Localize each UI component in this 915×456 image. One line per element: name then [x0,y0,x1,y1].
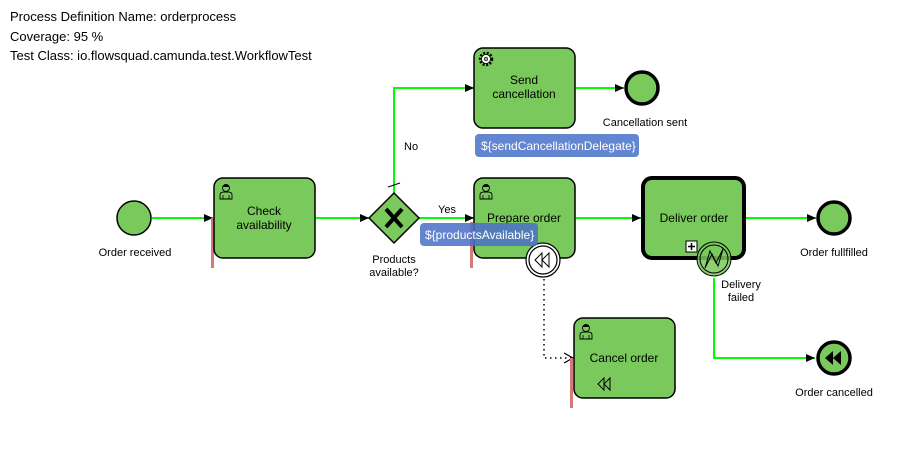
task-send-cancellation[interactable]: Send cancellation [473,47,576,129]
exclusive-gateway[interactable] [367,191,421,245]
gateway-label-line2: available? [369,267,419,279]
end-event-order-cancelled[interactable] [816,340,852,376]
task-cancel-order[interactable]: Cancel order [573,317,676,399]
task-label-line2: availability [236,218,291,232]
compensation-icon [534,251,550,269]
compensation-end-icon [825,351,841,365]
task-label: Prepare order [487,211,561,225]
flow-label-yes: Yes [438,204,456,216]
task-label-line2: cancellation [492,87,555,101]
test-class: Test Class: io.flowsquad.camunda.test.Wo… [10,48,312,63]
subprocess-deliver-order[interactable]: Deliver order [641,176,746,260]
boundary-label-line2: failed [728,292,754,304]
coverage-text: Coverage: 95 % [10,29,104,44]
error-icon [704,248,724,269]
uncovered-marker-cancel [570,358,573,408]
flow-failed-to-cancelled [713,278,815,362]
subprocess-plus-icon [685,240,698,253]
gateway-label-line1: Products [372,254,416,266]
task-label-line1: Check [247,204,282,218]
subprocess-label: Deliver order [660,211,729,225]
task-label: Cancel order [590,351,659,365]
expression-badge-send-cancellation: ${sendCancellationDelegate} [475,134,639,157]
process-name: Process Definition Name: orderprocess [10,9,237,24]
start-event-label: Order received [99,247,172,259]
flow-gateway-no [393,84,474,194]
end-event-label: Order fullfilled [800,247,868,259]
expression-text: ${productsAvailable} [425,228,534,242]
end-event-cancellation-sent[interactable] [624,70,660,106]
compensation-marker-icon [597,376,611,392]
error-boundary-event[interactable] [696,241,732,277]
end-event-label: Order cancelled [795,387,873,399]
flow-label-no: No [404,141,418,153]
task-check-availability[interactable]: Check availability [213,177,316,259]
gateway-x-icon [384,207,404,229]
sequence-flows [152,84,816,364]
end-event-order-fulfilled[interactable] [816,200,852,236]
task-label-line1: Send [510,73,538,87]
expression-badge-products-available: ${productsAvailable} [420,223,538,246]
boundary-label-line1: Delivery [721,279,761,291]
gear-icon [478,51,494,67]
compensation-association [543,279,575,364]
default-flow-slash [387,182,401,188]
expression-text: ${sendCancellationDelegate} [481,139,636,153]
end-event-label: Cancellation sent [603,117,687,129]
compensation-boundary-event[interactable] [525,242,561,278]
start-event-order-received[interactable] [116,200,152,236]
uncovered-marker-check [211,218,214,268]
